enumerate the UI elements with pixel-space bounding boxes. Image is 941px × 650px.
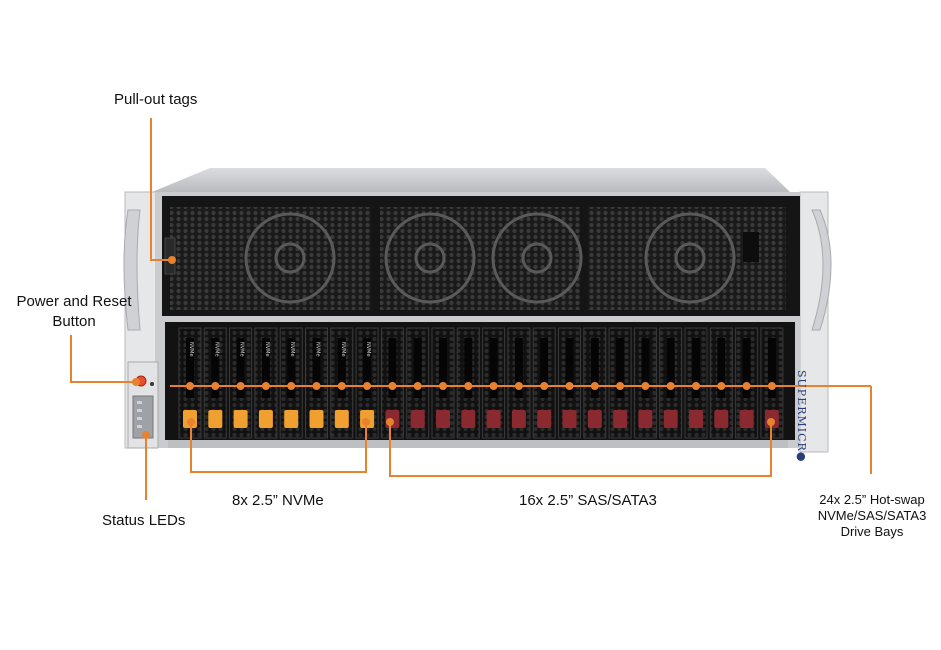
power-reset-callout bbox=[70, 335, 136, 383]
drive-callout-dot bbox=[666, 382, 675, 390]
drive-callout-dot bbox=[616, 382, 625, 390]
drive-callout-dot bbox=[540, 382, 549, 390]
nvme-latch[interactable] bbox=[258, 410, 273, 428]
drive-callout-dot bbox=[489, 382, 498, 390]
nvme-tag-label: NVMe bbox=[289, 342, 295, 357]
fan-grille-1 bbox=[170, 207, 371, 310]
left-handle bbox=[123, 209, 141, 331]
drive-callout-dot bbox=[717, 382, 726, 390]
power-reset-line2: Button bbox=[52, 313, 96, 330]
hotswap-line3: Drive Bays bbox=[840, 524, 904, 539]
sas-bracket-dot-end bbox=[767, 418, 775, 426]
power-reset-line1: Power and Reset bbox=[16, 293, 132, 310]
drive-callout-dot bbox=[186, 382, 194, 390]
nvme-tag-label: NVMe bbox=[365, 342, 371, 357]
callout-dots bbox=[186, 382, 776, 390]
sas-latch[interactable] bbox=[587, 410, 602, 428]
sas-latch[interactable] bbox=[663, 410, 678, 428]
nvme-latch[interactable] bbox=[334, 410, 349, 428]
hotswap-line2: NVMe/SAS/SATA3 bbox=[817, 508, 927, 523]
pull-out-tags-callout bbox=[150, 118, 170, 261]
nvme-bracket bbox=[190, 422, 367, 473]
nvme-label: 8x 2.5” NVMe bbox=[232, 492, 324, 509]
sas-sata-bracket bbox=[389, 422, 772, 477]
drive-callout-dot bbox=[439, 382, 447, 390]
hotswap-line1: 24x 2.5” Hot-swap bbox=[819, 492, 925, 507]
drive-callout-dot bbox=[641, 382, 650, 390]
drive-callout-dot bbox=[742, 382, 751, 390]
nvme-tag-label: NVMe bbox=[213, 342, 219, 357]
nvme-tag-label: NVMe bbox=[188, 342, 194, 357]
drive-callout-dot bbox=[692, 382, 700, 390]
status-leds-label: Status LEDs bbox=[102, 512, 186, 529]
chassis-top bbox=[152, 168, 790, 192]
sas-latch[interactable] bbox=[436, 410, 450, 428]
drive-callout-dot bbox=[514, 382, 523, 390]
fan-4 bbox=[644, 212, 736, 304]
reset-button[interactable] bbox=[150, 382, 154, 386]
nvme-tag-label: NVMe bbox=[340, 342, 346, 357]
fan-vent-block bbox=[743, 232, 759, 262]
drive-callout-dot bbox=[337, 382, 346, 390]
pull-out-tag-dot bbox=[168, 256, 176, 264]
drive-callout-dot bbox=[236, 382, 245, 390]
nvme-latch[interactable] bbox=[309, 410, 324, 428]
nvme-latch[interactable] bbox=[233, 410, 248, 428]
sas-latch[interactable] bbox=[562, 410, 577, 428]
status-led-dot bbox=[142, 431, 150, 439]
right-handle bbox=[811, 209, 832, 331]
sas-latch[interactable] bbox=[739, 410, 754, 428]
hotswap-label: 24x 2.5” Hot-swap NVMe/SAS/SATA3 Drive B… bbox=[806, 492, 938, 540]
power-button-dot bbox=[132, 378, 140, 386]
sas-bracket-dot bbox=[386, 418, 394, 426]
nvme-latch[interactable] bbox=[208, 410, 223, 428]
sas-latch[interactable] bbox=[613, 410, 628, 428]
drive-callout-dot bbox=[287, 382, 296, 390]
drive-callout-dot bbox=[211, 382, 220, 390]
nvme-bracket-dot-end bbox=[362, 418, 370, 426]
sas-latch[interactable] bbox=[461, 410, 476, 428]
nvme-tag-label: NVMe bbox=[315, 342, 321, 357]
nvme-bracket-dot bbox=[187, 418, 195, 426]
nvme-latch[interactable] bbox=[284, 410, 299, 428]
supermicro-logo: SUPERMICR● bbox=[795, 370, 808, 463]
sas-latch[interactable] bbox=[410, 410, 425, 428]
sas-latch[interactable] bbox=[537, 410, 552, 428]
drive-callout-dot bbox=[464, 382, 473, 390]
drive-callout-dot bbox=[767, 382, 776, 390]
fan-2 bbox=[384, 212, 476, 304]
drive-callout-dot bbox=[565, 382, 574, 390]
fan-3 bbox=[491, 212, 583, 304]
nvme-tag-label: NVMe bbox=[239, 342, 245, 357]
power-reset-label: Power and Reset Button bbox=[10, 292, 138, 332]
sas-latch[interactable] bbox=[689, 410, 703, 428]
drive-callout-dot bbox=[312, 382, 321, 390]
nvme-tag-label: NVMe bbox=[264, 342, 270, 357]
fan-1 bbox=[244, 212, 336, 304]
drive-callout-dot bbox=[413, 382, 422, 390]
status-leds bbox=[137, 401, 142, 428]
sas-latch[interactable] bbox=[511, 410, 526, 428]
sas-sata-label: 16x 2.5” SAS/SATA3 bbox=[519, 492, 657, 509]
pull-out-tags-label: Pull-out tags bbox=[114, 91, 198, 108]
chassis-base bbox=[168, 440, 788, 448]
pull-out-tag[interactable] bbox=[164, 237, 176, 275]
sas-latch[interactable] bbox=[638, 410, 653, 428]
sas-latch[interactable] bbox=[486, 410, 501, 428]
fan-grille-2 bbox=[380, 207, 580, 310]
drive-callout-dot bbox=[388, 382, 397, 390]
sas-latch[interactable] bbox=[714, 410, 729, 428]
status-led-panel bbox=[132, 395, 154, 439]
drive-callout-dot bbox=[261, 382, 270, 390]
drive-callout-dot bbox=[590, 382, 599, 390]
drive-callout-dot bbox=[363, 382, 372, 390]
